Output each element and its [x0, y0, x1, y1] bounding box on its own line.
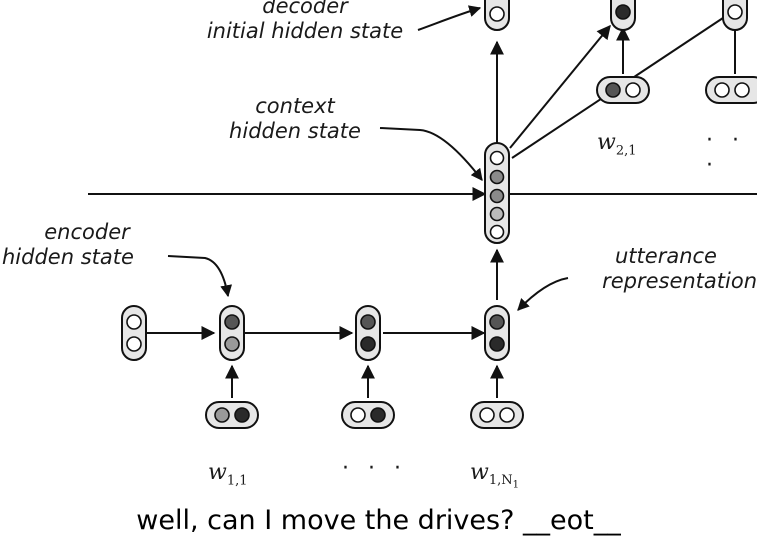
context-hidden-node: [484, 142, 510, 244]
token-w-2-1: w2,1: [597, 130, 637, 159]
decoder-label: decoder initial hidden state: [190, 0, 420, 44]
decoder-node-3: [722, 0, 748, 31]
decoder-input-node-2: [705, 76, 757, 104]
input-word-node-2: [341, 401, 395, 429]
encoder-label-line1: encoder: [44, 220, 130, 244]
utterance-label-line1: utterance: [615, 244, 717, 268]
encoder-label-line2: hidden state: [2, 245, 134, 269]
token-w-1-N1: w1,N1: [470, 460, 519, 491]
context-label: context hidden state: [210, 94, 380, 144]
encoder-initial-node: [121, 305, 147, 361]
decoder-label-line1: decoder: [262, 0, 348, 18]
encoder-label: encoder hidden state: [2, 220, 172, 270]
utterance-label-line2: representation: [602, 269, 757, 293]
decoder-input-arrows: [616, 26, 736, 74]
encoder-hidden-node-3: [484, 305, 510, 361]
decoder-node-2: [610, 0, 636, 31]
input-word-node-3: [470, 401, 524, 429]
token-w-1-1: w1,1: [208, 460, 248, 489]
context-label-line1: context: [255, 94, 335, 118]
input-arrows: [225, 364, 504, 398]
decoder-input-node-1: [596, 76, 650, 104]
annotation-arrows: [167, 5, 569, 311]
encoder-hidden-node-2: [355, 305, 381, 361]
encoder-hidden-node-1: [219, 305, 245, 361]
decoder-node-1: [484, 0, 510, 31]
utterance-caption: well, can I move the drives? __eot__: [136, 505, 621, 536]
decoder-label-line2: initial hidden state: [206, 19, 404, 43]
context-label-line2: hidden state: [229, 119, 361, 143]
input-word-node-1: [205, 401, 259, 429]
ellipsis-decoder: · · ·: [706, 128, 745, 178]
ellipsis-encoder: · · ·: [342, 456, 407, 481]
utterance-label: utterance representation: [575, 244, 757, 294]
